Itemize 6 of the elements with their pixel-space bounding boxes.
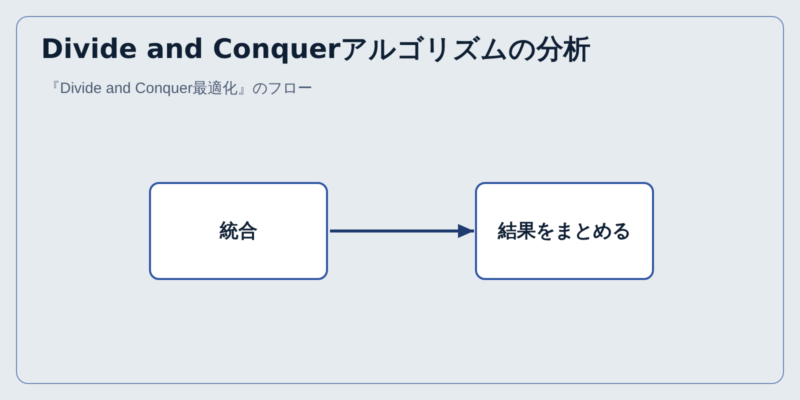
process-box: 結果をまとめる <box>475 182 654 280</box>
process-box: 統合 <box>149 182 328 280</box>
heading: Divide and Conquerアルゴリズムの分析 <box>41 33 590 67</box>
subtitle: 『Divide and Conquer最適化』のフロー <box>45 79 313 98</box>
arrow <box>330 224 474 238</box>
frame <box>16 16 784 384</box>
